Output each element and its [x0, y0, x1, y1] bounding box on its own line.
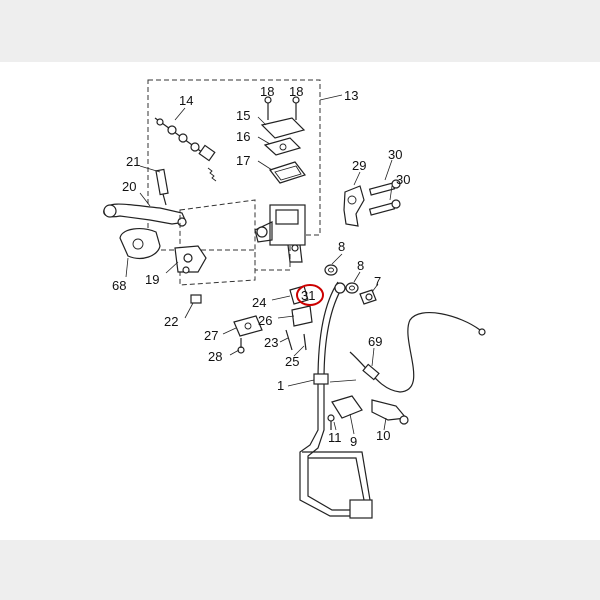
callout-24: 24: [252, 295, 266, 310]
leader-lines: [125, 94, 393, 435]
speed-cable: [349, 312, 486, 393]
lever-holder: [174, 199, 256, 286]
washer-8-upper: [324, 264, 338, 276]
callout-23: 23: [264, 335, 278, 350]
brake-hose: [299, 281, 373, 519]
callout-68: 68: [112, 278, 126, 293]
callout-7: 7: [374, 274, 381, 289]
callout-9: 9: [350, 434, 357, 449]
diaphragm: [269, 161, 306, 184]
callout-labels: 18 18 13 14 15 16 17 21 20 29 30 30 8 8 …: [112, 84, 410, 449]
callout-29: 29: [352, 158, 366, 173]
piston-kit: [154, 117, 217, 182]
callout-22: 22: [164, 314, 178, 329]
lever-cover: [119, 228, 161, 259]
callout-19: 19: [145, 272, 159, 287]
callout-8-lower: 8: [357, 258, 364, 273]
bolt-30-upper: [368, 179, 401, 196]
screw-18-left: [264, 96, 272, 120]
nut-22: [190, 294, 202, 304]
callout-17: 17: [236, 153, 250, 168]
callout-20: 20: [122, 179, 136, 194]
block-26: [291, 305, 313, 327]
screw-25: [303, 333, 307, 351]
callout-18-right: 18: [289, 84, 303, 99]
screw-18-right: [292, 96, 300, 120]
clamp-bracket: [343, 185, 365, 227]
callout-26: 26: [258, 313, 272, 328]
hose-holder-9: [331, 395, 363, 419]
screw-28: [237, 338, 245, 354]
cap-plate: [263, 137, 302, 156]
assembly-outline: [147, 79, 321, 271]
screw-23: [285, 329, 293, 351]
callout-8-upper: 8: [338, 239, 345, 254]
bolt-30-lower: [368, 199, 401, 216]
callout-27: 27: [204, 328, 218, 343]
callout-16: 16: [236, 129, 250, 144]
callout-1: 1: [277, 378, 284, 393]
callout-10: 10: [376, 428, 390, 443]
callout-69: 69: [368, 334, 382, 349]
callout-15: 15: [236, 108, 250, 123]
callout-11: 11: [328, 430, 342, 445]
union-bolt: [359, 289, 377, 305]
callout-25: 25: [285, 354, 299, 369]
reservoir-cap: [260, 117, 306, 139]
callout-31: 31: [301, 288, 315, 303]
screw-11: [327, 414, 335, 430]
callout-18-left: 18: [260, 84, 274, 99]
brake-lever: [103, 203, 187, 227]
callout-21: 21: [126, 154, 140, 169]
callout-30-lower: 30: [396, 172, 410, 187]
callout-28: 28: [208, 349, 222, 364]
highlight-circle: [296, 284, 324, 306]
brake-switch: [155, 168, 169, 206]
callout-13: 13: [344, 88, 358, 103]
holder-27: [233, 315, 263, 337]
callout-14: 14: [179, 93, 193, 108]
callout-30-upper: 30: [388, 147, 402, 162]
hose-holder-10: [371, 399, 409, 425]
master-cylinder: [254, 204, 306, 263]
bracket-24: [289, 285, 309, 305]
washer-8-lower: [345, 282, 359, 294]
